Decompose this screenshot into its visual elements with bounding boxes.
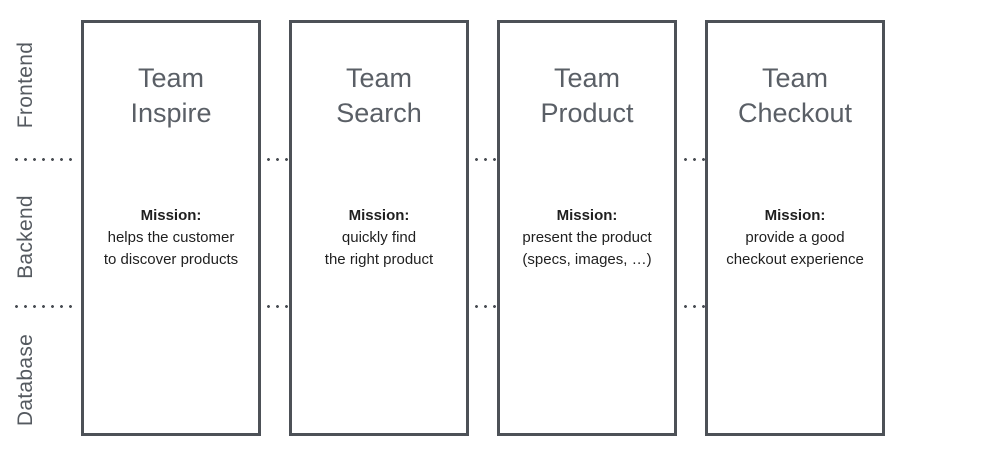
divider-segment xyxy=(472,305,496,308)
layer-label-backend: Backend xyxy=(14,195,37,279)
team-column-checkout: Team Checkout Mission: provide a good ch… xyxy=(705,20,885,436)
mission-line: helps the customer xyxy=(107,229,235,246)
team-title-line: Inspire xyxy=(130,98,212,128)
mission-line: the right product xyxy=(324,251,434,268)
divider-segment xyxy=(12,305,78,308)
divider-segment xyxy=(681,158,705,161)
mission-line: quickly find xyxy=(341,229,417,246)
layer-label-frontend: Frontend xyxy=(14,41,37,129)
layer-label-database: Database xyxy=(14,333,37,427)
mission-line: checkout experience xyxy=(726,251,864,268)
team-title: Team Checkout xyxy=(708,61,882,131)
divider-segment xyxy=(472,158,496,161)
team-title-line: Team xyxy=(345,63,413,93)
team-title-line: Team xyxy=(553,63,621,93)
divider-segment xyxy=(12,158,78,161)
team-title-line: Search xyxy=(336,98,422,128)
divider-backend-database xyxy=(0,305,1000,309)
divider-frontend-backend xyxy=(0,158,1000,162)
divider-segment xyxy=(264,158,288,161)
mission-label: Mission: xyxy=(764,207,826,224)
team-title-line: Product xyxy=(540,98,634,128)
mission-line: provide a good xyxy=(745,229,845,246)
divider-segment xyxy=(681,305,705,308)
team-title-line: Team xyxy=(761,63,829,93)
team-mission: Mission: helps the customer to discover … xyxy=(84,205,258,271)
team-column-inspire: Team Inspire Mission: helps the customer… xyxy=(81,20,261,436)
mission-label: Mission: xyxy=(556,207,618,224)
mission-line: present the product xyxy=(522,229,652,246)
mission-label: Mission: xyxy=(140,207,202,224)
mission-line: to discover products xyxy=(103,251,239,268)
team-column-product: Team Product Mission: present the produc… xyxy=(497,20,677,436)
team-title: Team Inspire xyxy=(84,61,258,131)
mission-line: (specs, images, …) xyxy=(522,251,652,268)
team-title-line: Team xyxy=(137,63,205,93)
mission-label: Mission: xyxy=(348,207,410,224)
team-mission: Mission: provide a good checkout experie… xyxy=(708,205,882,271)
divider-segment xyxy=(264,305,288,308)
team-mission: Mission: present the product (specs, ima… xyxy=(500,205,674,271)
team-title: Team Product xyxy=(500,61,674,131)
team-title-line: Checkout xyxy=(737,98,853,128)
team-mission: Mission: quickly find the right product xyxy=(292,205,466,271)
team-title: Team Search xyxy=(292,61,466,131)
team-column-search: Team Search Mission: quickly find the ri… xyxy=(289,20,469,436)
